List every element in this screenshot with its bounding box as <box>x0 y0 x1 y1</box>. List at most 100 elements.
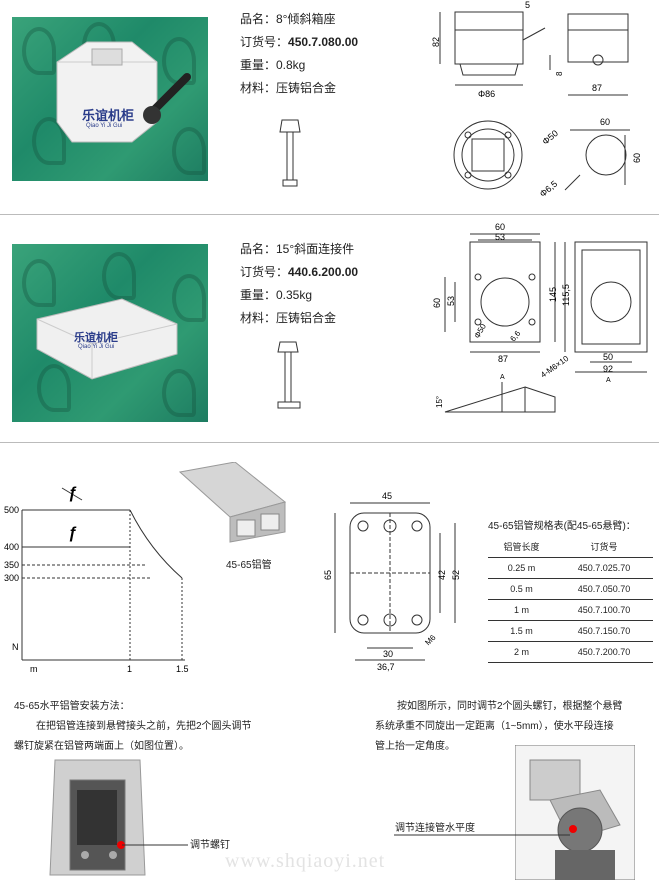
y-tick-300: 300 <box>4 573 19 583</box>
dim-87: 87 <box>592 83 602 93</box>
right-line-1: 按如图所示，同时调节2个圆头螺钉，根据整个悬臂 <box>397 701 623 712</box>
product2-specs: 品名：15°斜面连接件 订货号：440.6.200.00 重量：0.35kg 材… <box>240 238 358 330</box>
product2-weight: 重量：0.35kg <box>240 288 313 302</box>
dim-82: 82 <box>431 37 441 47</box>
callout-level-adjust: 调节连接管水平度 <box>395 823 475 834</box>
left-line-1: 在把铝管连接到悬臂接头之前，先把2个圆头调节 <box>36 721 252 732</box>
dim-53-left: 53 <box>446 296 456 306</box>
dim-87: 87 <box>498 354 508 364</box>
aluminum-tube-image <box>178 462 287 543</box>
y-tick-400: 400 <box>4 542 19 552</box>
y-axis-label: N <box>12 642 19 652</box>
symbol-allowed: ƒ <box>68 525 77 542</box>
cell-length: 2 m <box>488 641 556 663</box>
dim-50: 50 <box>603 352 613 362</box>
profile-drawing: 45 65 42 52 30 36,7 M6 <box>323 491 461 672</box>
product2-technical-drawing: 60 53 60 53 145 Φ50 6,6 87 4-M6×10 115,5… <box>432 222 648 413</box>
dim-30: 30 <box>383 649 393 659</box>
brand-logo-sub: Qiao Yi Ji Gui <box>86 123 123 129</box>
cell-length: 1 m <box>488 599 556 621</box>
dim-145: 145 <box>548 287 558 302</box>
brand-logo-text: 乐谊机柜 <box>82 108 135 123</box>
col-order-no: 订货号 <box>555 536 653 558</box>
x-tick-1: 1 <box>127 664 132 674</box>
dim-phi50: Φ50 <box>473 322 489 340</box>
dim-60-side: 60 <box>632 153 642 163</box>
y-tick-500: 500 <box>4 505 19 515</box>
right-line-3: 管上抬一定角度。 <box>375 741 455 752</box>
dim-phi50: Φ50 <box>540 128 560 147</box>
divider-2 <box>0 442 659 443</box>
y-tick-350: 350 <box>4 560 19 570</box>
product2-order: 订货号：440.6.200.00 <box>240 261 358 284</box>
table-header-row: 铝管长度 订货号 <box>488 536 653 558</box>
brand-logo-text: 乐谊机柜 <box>74 332 118 344</box>
product2-mount-sketch <box>277 341 301 409</box>
dim-15-deg: 15° <box>435 396 444 408</box>
dim-52: 52 <box>451 570 461 580</box>
col-length: 铝管长度 <box>488 536 556 558</box>
spec-table-title: 45-65铝管规格表(配45-65悬臂)： <box>488 521 636 532</box>
brand-logo-sub: Qiao Yi Ji Gui <box>78 344 115 350</box>
product1-weight: 重量：0.8kg <box>240 58 306 72</box>
callout-line-left <box>122 844 188 846</box>
install-heading: 45-65水平铝管安装方法： <box>14 701 130 712</box>
product1-material: 材料：压铸铝合金 <box>240 81 337 95</box>
product1-specs: 品名：8°倾斜箱座 订货号：450.7.080.00 重量：0.8kg 材料：压… <box>240 8 358 100</box>
install-left-text: 在把铝管连接到悬臂接头之前，先把2个圆头调节 螺钉旋紧在铝管两端面上（如图位置）… <box>14 717 314 757</box>
dim-8: 8 <box>555 71 564 76</box>
product1-technical-drawing: 5 82 Φ86 8 87 60 Φ50 60 Φ6,5 <box>431 0 642 199</box>
cell-order-no: 450.7.200.70 <box>555 641 653 663</box>
section-mark-a-2: A <box>606 377 611 384</box>
dim-4-m6x10: 4-M6×10 <box>539 354 571 380</box>
dim-36-7: 36,7 <box>377 662 395 672</box>
order-label: 订货号： <box>240 265 289 279</box>
order-label: 订货号： <box>240 35 289 49</box>
tube-end-photo <box>49 759 146 876</box>
product-photo-tilt-box: 乐谊机柜 Qiao Yi Ji Gui <box>12 17 208 181</box>
callout-adjust-screw: 调节螺钉 <box>190 840 230 851</box>
cell-length: 1.5 m <box>488 620 556 642</box>
dim-42: 42 <box>437 570 447 580</box>
x-tick-1-5: 1.5 <box>176 664 189 674</box>
dim-92: 92 <box>603 364 613 374</box>
tube-caption: 45-65铝管 <box>226 560 272 571</box>
dim-6-6: 6,6 <box>508 329 522 344</box>
divider-1 <box>0 214 659 215</box>
dim-phi6-5: Φ6,5 <box>538 179 560 199</box>
product1-mount-sketch <box>279 119 301 187</box>
dim-60-top: 60 <box>600 117 610 127</box>
cell-order-no: 450.7.025.70 <box>555 557 653 579</box>
watermark: www.shqiaoyi.net <box>225 850 386 872</box>
dim-60-left: 60 <box>432 298 442 308</box>
dim-53-top: 53 <box>495 232 505 242</box>
joint-photo <box>515 745 635 880</box>
dim-phi86: Φ86 <box>478 89 495 99</box>
right-line-2: 系统承重不同旋出一定距离（1~5mm），使水平段连接 <box>375 721 614 732</box>
cell-length: 0.25 m <box>488 557 556 579</box>
cell-order-no: 450.7.050.70 <box>555 578 653 600</box>
install-right-text: 按如图所示，同时调节2个圆头螺钉，根据整个悬臂 系统承重不同旋出一定距离（1~5… <box>375 697 657 757</box>
load-chart: ƒ ƒ 500 400 350 300 N m 1 1.5 <box>4 485 189 674</box>
dim-115-5: 115,5 <box>561 284 571 306</box>
dim-5: 5 <box>525 0 530 10</box>
order-number: 450.7.080.00 <box>288 35 359 49</box>
product2-material: 材料：压铸铝合金 <box>240 311 337 325</box>
x-tick-m: m <box>30 664 38 674</box>
cell-order-no: 450.7.150.70 <box>555 620 653 642</box>
order-number: 440.6.200.00 <box>288 265 359 279</box>
product2-name: 品名：15°斜面连接件 <box>240 242 355 256</box>
product-photo-slope-connector: 乐谊机柜 Qiao Yi Ji Gui <box>12 244 208 422</box>
symbol-crossed: ƒ <box>68 485 77 502</box>
dim-45: 45 <box>382 491 392 501</box>
product1-name: 品名：8°倾斜箱座 <box>240 12 336 26</box>
dim-m6: M6 <box>423 633 438 648</box>
left-line-2: 螺钉旋紧在铝管两端面上（如图位置）。 <box>14 741 189 752</box>
callout-line-right <box>394 834 570 836</box>
